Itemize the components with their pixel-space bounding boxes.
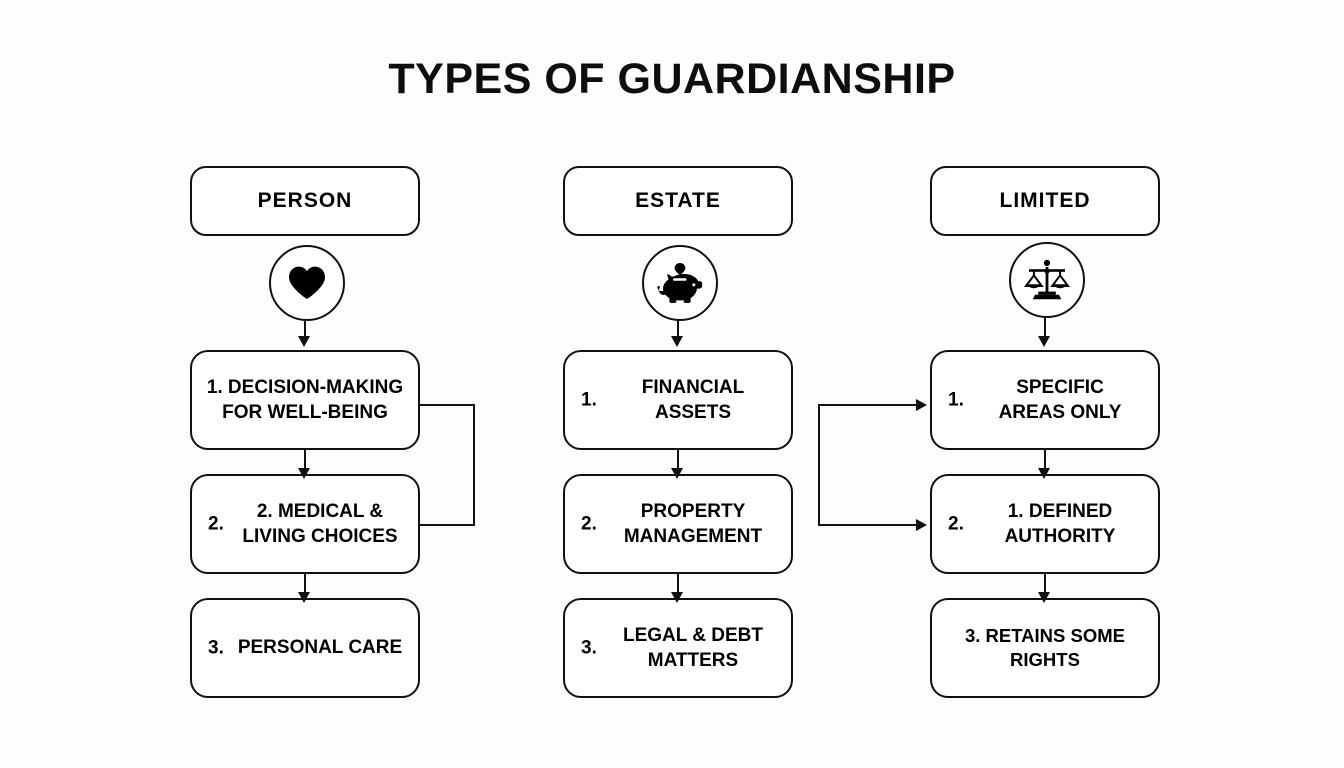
heart-icon (269, 245, 345, 321)
column-header-estate-label: ESTATE (635, 189, 721, 212)
limited-item-1[interactable]: 1. SPECIFIC AREAS ONLY (930, 350, 1160, 450)
person-item-3-text: PERSONAL CARE (237, 637, 403, 659)
scales-of-justice-icon (1009, 242, 1085, 318)
limited-item-1-number: 1. (948, 389, 964, 411)
person-item-2-number: 2. (208, 513, 224, 535)
estate-item-2-text: PROPERTY MANAGEMENT (623, 500, 763, 547)
limited-item-3-text: 3. RETAINS SOME RIGHTS (964, 624, 1125, 670)
limited-item-2-text: 1. DEFINED AUTHORITY (1004, 500, 1116, 547)
person-item-1-text: 1. DECISION-MAKING FOR WELL-BEING (206, 376, 404, 423)
limited-item-2[interactable]: 2. 1. DEFINED AUTHORITY (930, 474, 1160, 574)
page-title: TYPES OF GUARDIANSHIP (388, 55, 956, 103)
column-header-estate[interactable]: ESTATE (563, 166, 793, 236)
column-header-person-label: PERSON (257, 189, 353, 212)
person-item-1[interactable]: 1. DECISION-MAKING FOR WELL-BEING (190, 350, 420, 450)
limited-item-1-text: SPECIFIC AREAS ONLY (998, 376, 1122, 423)
estate-item-3[interactable]: 3. LEGAL & DEBT MATTERS (563, 598, 793, 698)
person-item-3[interactable]: 3. PERSONAL CARE (190, 598, 420, 698)
estate-item-2-number: 2. (581, 513, 597, 535)
estate-item-1-number: 1. (581, 389, 597, 411)
estate-item-2[interactable]: 2. PROPERTY MANAGEMENT (563, 474, 793, 574)
piggy-bank-icon (642, 245, 718, 321)
estate-item-3-number: 3. (581, 637, 597, 659)
column-header-limited[interactable]: LIMITED (930, 166, 1160, 236)
estate-item-3-text: LEGAL & DEBT MATTERS (622, 624, 764, 671)
column-header-person[interactable]: PERSON (190, 166, 420, 236)
estate-item-1-text: FINANCIAL ASSETS (641, 376, 745, 423)
person-item-2[interactable]: 2. 2. MEDICAL & LIVING CHOICES (190, 474, 420, 574)
limited-item-2-number: 2. (948, 513, 964, 535)
column-header-limited-label: LIMITED (999, 189, 1091, 212)
person-item-2-text: 2. MEDICAL & LIVING CHOICES (242, 500, 398, 547)
estate-item-1[interactable]: 1. FINANCIAL ASSETS (563, 350, 793, 450)
person-item-3-number: 3. (208, 637, 224, 659)
limited-item-3[interactable]: 3. RETAINS SOME RIGHTS (930, 598, 1160, 698)
